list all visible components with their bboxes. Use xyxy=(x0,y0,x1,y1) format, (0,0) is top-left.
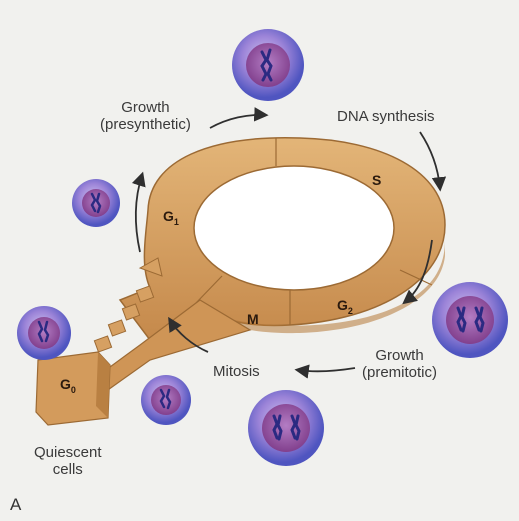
arrow-g2-to-m xyxy=(298,368,355,371)
label-quiescent: Quiescent xyxy=(34,444,102,461)
label-growth-premitotic: Growth (premitotic) xyxy=(362,347,437,381)
phase-g2: G2 xyxy=(337,297,353,316)
phase-g1-sub: 1 xyxy=(174,217,179,227)
phase-m: M xyxy=(247,311,259,327)
cell-top xyxy=(232,29,304,101)
phase-g0-sub: 0 xyxy=(71,385,76,395)
label-cells: cells xyxy=(34,461,102,478)
cell-right xyxy=(432,282,508,358)
phase-s: S xyxy=(372,172,381,188)
label-growth-1: Growth xyxy=(100,99,191,116)
label-mitosis: Mitosis xyxy=(213,363,260,380)
label-growth-presynthetic: Growth (presynthetic) xyxy=(100,99,191,133)
label-quiescent-cells: Quiescent cells xyxy=(34,444,102,478)
cell-g0 xyxy=(17,306,71,360)
cell-left-upper xyxy=(72,179,120,227)
phase-g1: G1 xyxy=(163,208,179,227)
phase-g1-letter: G xyxy=(163,208,174,224)
phase-g0-letter: G xyxy=(60,376,71,392)
arrow-g1-up xyxy=(136,175,142,252)
label-dna-synthesis: DNA synthesis xyxy=(337,108,435,125)
phase-g2-sub: 2 xyxy=(348,306,353,316)
label-presynthetic: (presynthetic) xyxy=(100,116,191,133)
label-premitotic: (premitotic) xyxy=(362,364,437,381)
phase-g0: G0 xyxy=(60,376,76,395)
panel-label: A xyxy=(10,495,21,515)
cell-mitosis xyxy=(141,375,191,425)
label-growth-2: Growth xyxy=(362,347,437,364)
cell-bottom xyxy=(248,390,324,466)
arrow-g1-to-s xyxy=(210,115,265,128)
cycle-ring xyxy=(120,138,445,340)
phase-g2-letter: G xyxy=(337,297,348,313)
